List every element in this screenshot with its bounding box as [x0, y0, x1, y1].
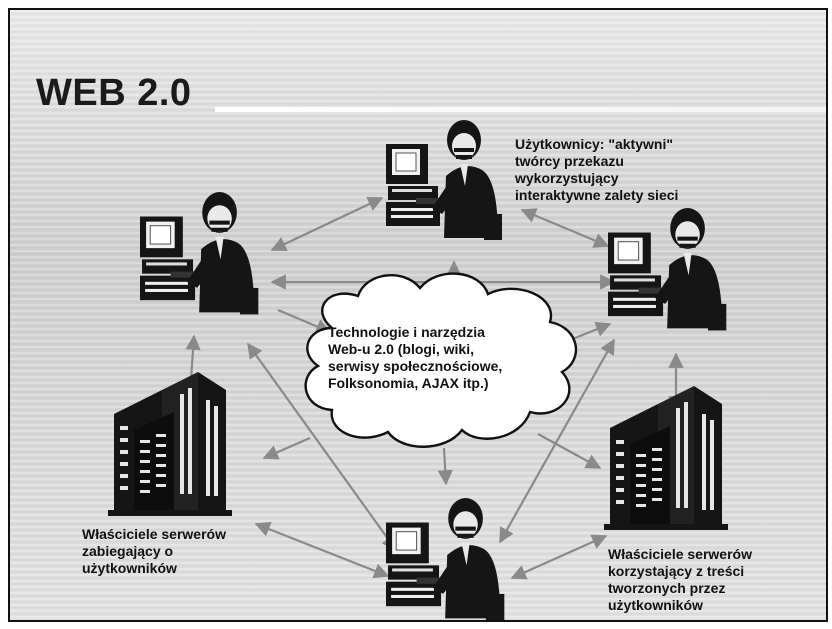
slide-title: WEB 2.0	[36, 72, 192, 114]
users-label: Użytkownicy: "aktywni" twórcy przekazu w…	[515, 136, 679, 203]
user-at-computer-icon	[607, 207, 727, 331]
user-at-computer-icon	[139, 191, 259, 315]
user-at-computer-icon	[385, 497, 505, 620]
server-owners-right-label: Właściciele serwerów korzystający z treś…	[608, 546, 752, 613]
title-underline	[215, 107, 826, 112]
web20-diagram	[108, 119, 728, 620]
server-building-icon	[108, 372, 232, 516]
cloud-label: Technologie i narzędzia Web-u 2.0 (blogi…	[328, 324, 503, 391]
user-at-computer-icon	[385, 119, 503, 241]
cloud-icon	[304, 272, 578, 448]
server-owners-left-label: Właściciele serwerów zabiegający o użytk…	[82, 526, 226, 576]
server-building-icon	[604, 386, 728, 530]
slide: WEB 2.0	[8, 8, 828, 622]
